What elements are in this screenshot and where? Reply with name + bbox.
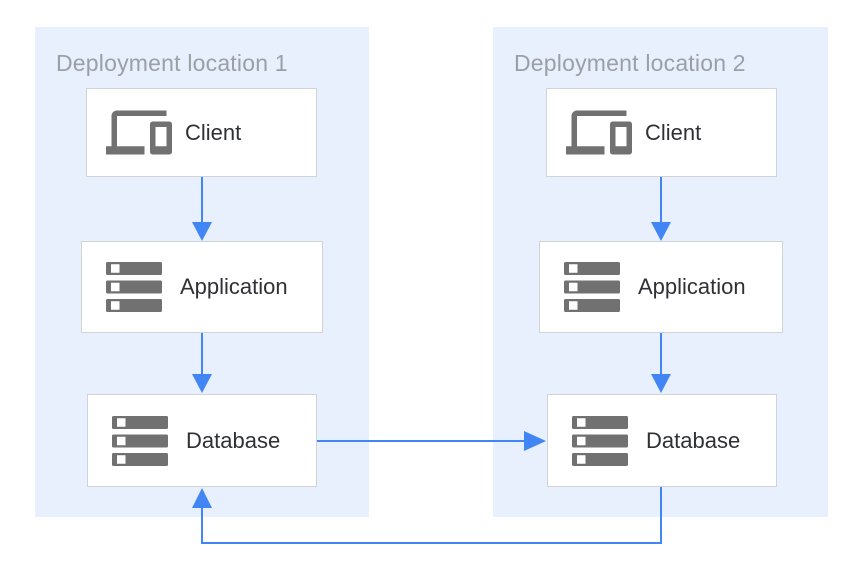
group-title: Deployment location 1 (56, 50, 288, 76)
node-label: Client (185, 119, 242, 145)
node-label: Database (646, 427, 741, 453)
node-database-location-2: Database (547, 394, 777, 487)
server-stack-icon (567, 415, 633, 466)
node-label: Client (645, 119, 702, 145)
node-application-location-1: Application (81, 241, 323, 333)
node-label: Application (180, 274, 288, 299)
node-database-location-1: Database (87, 394, 317, 487)
server-stack-icon (101, 262, 167, 312)
node-client-location-1: Client (86, 88, 317, 177)
group-title: Deployment location 2 (514, 50, 746, 76)
devices-icon (106, 105, 172, 160)
node-client-location-2: Client (546, 88, 777, 177)
devices-icon (566, 105, 632, 160)
node-application-location-2: Application (539, 241, 783, 333)
node-label: Application (638, 274, 746, 299)
node-label: Database (186, 427, 281, 453)
server-stack-icon (559, 262, 625, 312)
server-stack-icon (107, 415, 173, 466)
